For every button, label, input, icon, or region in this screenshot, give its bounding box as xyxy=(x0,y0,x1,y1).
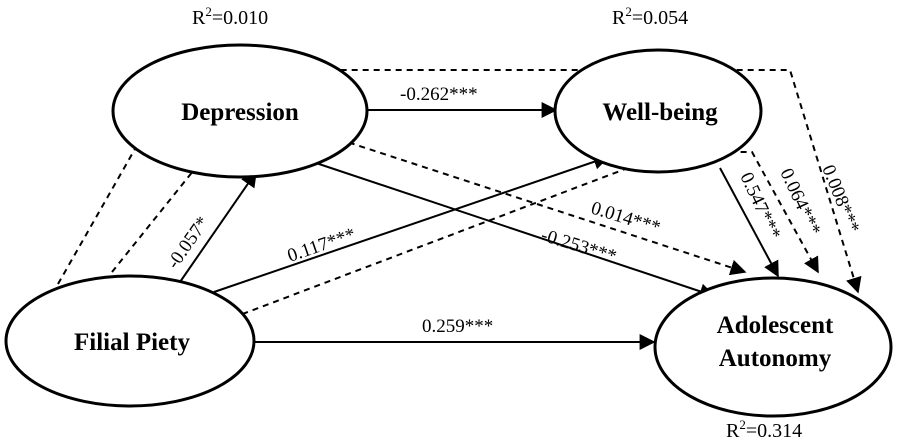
path-filial-to-wellbeing xyxy=(213,154,610,293)
node-filial-piety-label: Filial Piety xyxy=(74,329,190,356)
coef-filial-to-autonomy: 0.259*** xyxy=(422,316,493,337)
coef-indirect-wellbeing: 0.064*** xyxy=(775,165,824,238)
r2-depression: R2=0.010 xyxy=(192,4,268,29)
node-wellbeing xyxy=(553,48,763,174)
indirect-path-wellbeing-outer xyxy=(57,69,862,294)
node-depression-label: Depression xyxy=(181,99,299,126)
node-filial-piety xyxy=(4,274,256,408)
path-depression-to-autonomy xyxy=(312,161,716,300)
path-filial-to-depression xyxy=(179,170,257,283)
path-wellbeing-to-autonomy xyxy=(719,167,779,278)
coef-wellbeing-to-autonomy: 0.547*** xyxy=(735,169,784,242)
node-autonomy-label-line1: Adolescent xyxy=(717,312,834,339)
r2-wellbeing: R2=0.054 xyxy=(612,4,688,29)
coef-filial-to-wellbeing: 0.117*** xyxy=(285,224,359,267)
node-adolescent-autonomy xyxy=(653,276,893,418)
coef-depression-to-autonomy: -0.253*** xyxy=(539,225,619,268)
coef-indirect-total: 0.008*** xyxy=(817,162,863,236)
node-depression xyxy=(111,43,369,179)
coef-depression-to-wellbeing: -0.262*** xyxy=(400,84,478,105)
node-autonomy-label-line2: Autonomy xyxy=(719,345,832,372)
node-wellbeing-label: Well-being xyxy=(602,99,718,126)
r2-autonomy: R2=0.314 xyxy=(726,417,802,442)
